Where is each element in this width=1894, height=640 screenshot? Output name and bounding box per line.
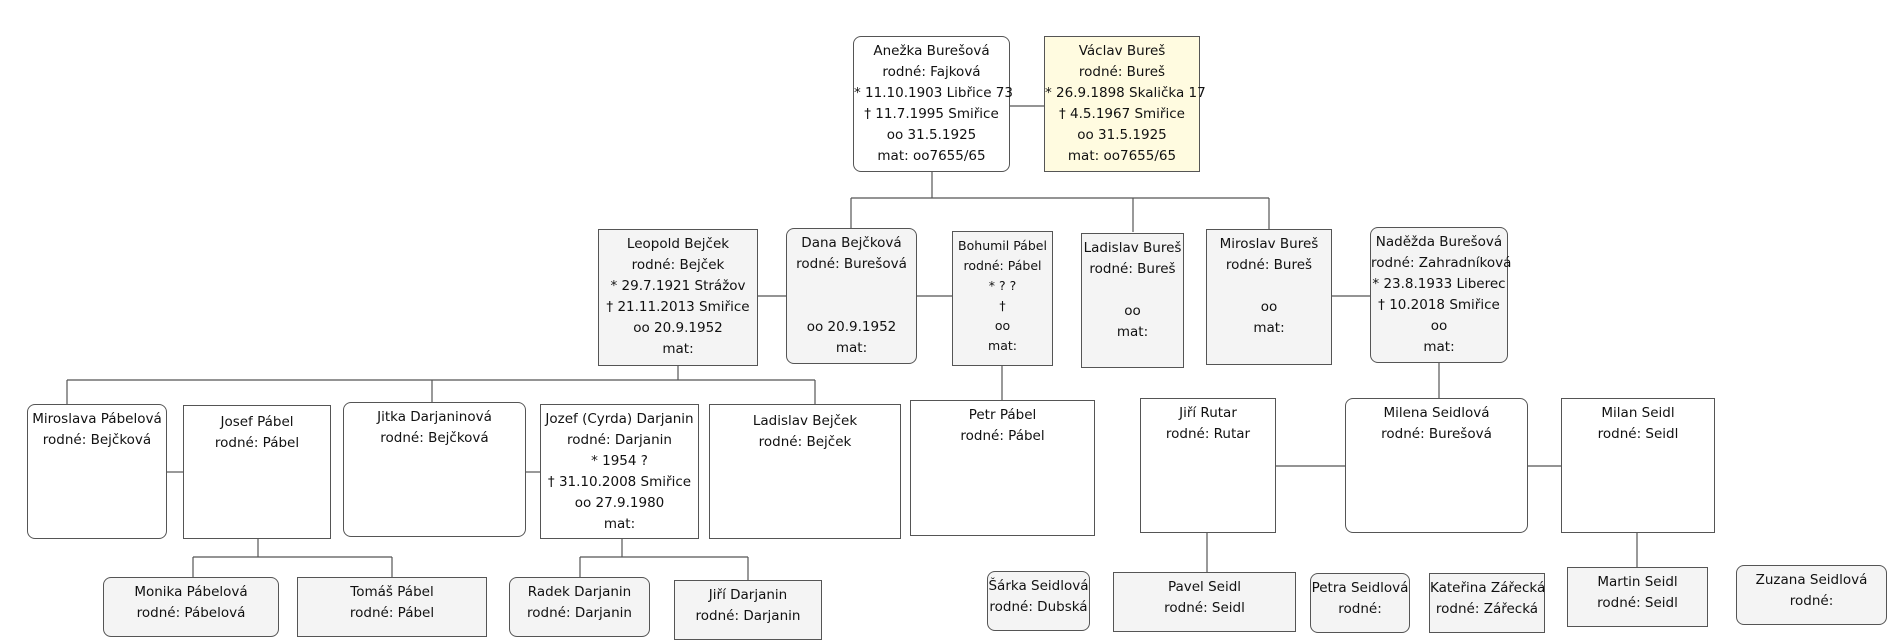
person-card-milan-seidl[interactable]: Milan Seidl rodné: Seidl [1561, 398, 1715, 533]
person-name: Jiří Darjanin [708, 587, 788, 603]
person-card-sarka-seidlova[interactable]: Šárka Seidlová rodné: Dubská [987, 571, 1090, 631]
connector-lines [66, 105, 1638, 582]
person-card-petr-pabel[interactable]: Petr Pábel rodné: Pábel [910, 400, 1095, 536]
person-name: Martin Seidl [1597, 574, 1678, 590]
person-name: Pavel Seidl [1167, 579, 1242, 595]
person-name: Radek Darjanin [527, 584, 632, 600]
person-card-katerina-zarecka[interactable]: Kateřina Zářecká rodné: Zářecká [1429, 573, 1545, 633]
person-card-petra-seidlova[interactable]: Petra Seidlová rodné: [1310, 573, 1410, 633]
family-tree-canvas: Anežka Burešová rodné: Fajková * 11.10.1… [27, 36, 1887, 640]
person-name: Dana Bejčková [801, 235, 902, 251]
person-card-radek-darjanin[interactable]: Radek Darjanin rodné: Darjanin [509, 577, 650, 637]
person-card-pavel-seidl[interactable]: Pavel Seidl rodné: Seidl [1113, 572, 1296, 632]
person-name: Miroslava Pábelová [32, 411, 162, 427]
person-card-dana-bejckova[interactable]: Dana Bejčková rodné: Burešová oo 20.9.19… [786, 228, 917, 364]
person-name: Jozef (Cyrda) Darjanin [545, 411, 694, 427]
person-card-jiri-rutar[interactable]: Jiří Rutar rodné: Rutar [1140, 398, 1276, 533]
person-card-ladislav-bures[interactable]: Ladislav Bureš rodné: Bureš oo mat: [1081, 233, 1184, 368]
person-card-josef-pabel[interactable]: Josef Pábel rodné: Pábel [183, 405, 331, 539]
person-name: Miroslav Bureš [1219, 236, 1319, 252]
person-card-milena-seidlova[interactable]: Milena Seidlová rodné: Burešová [1345, 398, 1528, 533]
person-name: Petra Seidlová [1311, 580, 1409, 596]
person-name: Jitka Darjaninová [377, 409, 492, 425]
person-card-ladislav-bejcek[interactable]: Ladislav Bejček rodné: Bejček [709, 404, 901, 539]
person-card-vaclav-bures-selected[interactable]: Václav Bureš rodné: Bureš * 26.9.1898 Sk… [1044, 36, 1206, 172]
person-card-jozef-darjanin[interactable]: Jozef (Cyrda) Darjanin rodné: Darjanin *… [540, 404, 699, 539]
person-name: Ladislav Bureš [1083, 240, 1182, 256]
person-name: Josef Pábel [220, 414, 294, 430]
person-name: Tomáš Pábel [350, 584, 434, 600]
person-name: Milena Seidlová [1383, 405, 1490, 421]
person-card-nadezda-buresova[interactable]: Naděžda Burešová rodné: Zahradníková * 2… [1370, 227, 1511, 363]
person-name: Ladislav Bejček [752, 413, 858, 429]
person-name: Monika Pábelová [134, 584, 248, 600]
person-name: Bohumil Pábel [958, 238, 1047, 253]
person-name: Naděžda Burešová [1375, 234, 1503, 250]
person-card-miroslava-pabelova[interactable]: Miroslava Pábelová rodné: Bejčková [27, 404, 167, 539]
person-card-jiri-darjanin[interactable]: Jiří Darjanin rodné: Darjanin [674, 580, 822, 640]
person-name: Jiří Rutar [1179, 405, 1237, 421]
person-card-martin-seidl[interactable]: Martin Seidl rodné: Seidl [1567, 567, 1708, 627]
person-name: Milan Seidl [1601, 405, 1675, 421]
person-name: Anežka Burešová [873, 43, 990, 59]
person-name: Václav Bureš [1078, 43, 1166, 59]
person-card-monika-pabelova[interactable]: Monika Pábelová rodné: Pábelová [103, 577, 279, 637]
person-name: Leopold Bejček [626, 236, 730, 252]
person-name: Kateřina Zářecká [1430, 580, 1546, 596]
person-card-bohumil-pabel[interactable]: Bohumil Pábel rodné: Pábel * ? ? † oo ma… [952, 231, 1053, 366]
person-card-zuzana-seidlova[interactable]: Zuzana Seidlová rodné: [1736, 565, 1887, 625]
person-card-miroslav-bures[interactable]: Miroslav Bureš rodné: Bureš oo mat: [1206, 229, 1332, 365]
person-card-jitka-darjaninova[interactable]: Jitka Darjaninová rodné: Bejčková [343, 402, 526, 537]
person-name: Petr Pábel [968, 407, 1037, 423]
person-card-leopold-bejcek[interactable]: Leopold Bejček rodné: Bejček * 29.7.1921… [598, 229, 758, 366]
person-card-anezka-buresova[interactable]: Anežka Burešová rodné: Fajková * 11.10.1… [853, 36, 1013, 172]
person-card-tomas-pabel[interactable]: Tomáš Pábel rodné: Pábel [297, 577, 487, 637]
person-name: Zuzana Seidlová [1755, 572, 1868, 588]
person-name: Šárka Seidlová [988, 578, 1089, 594]
